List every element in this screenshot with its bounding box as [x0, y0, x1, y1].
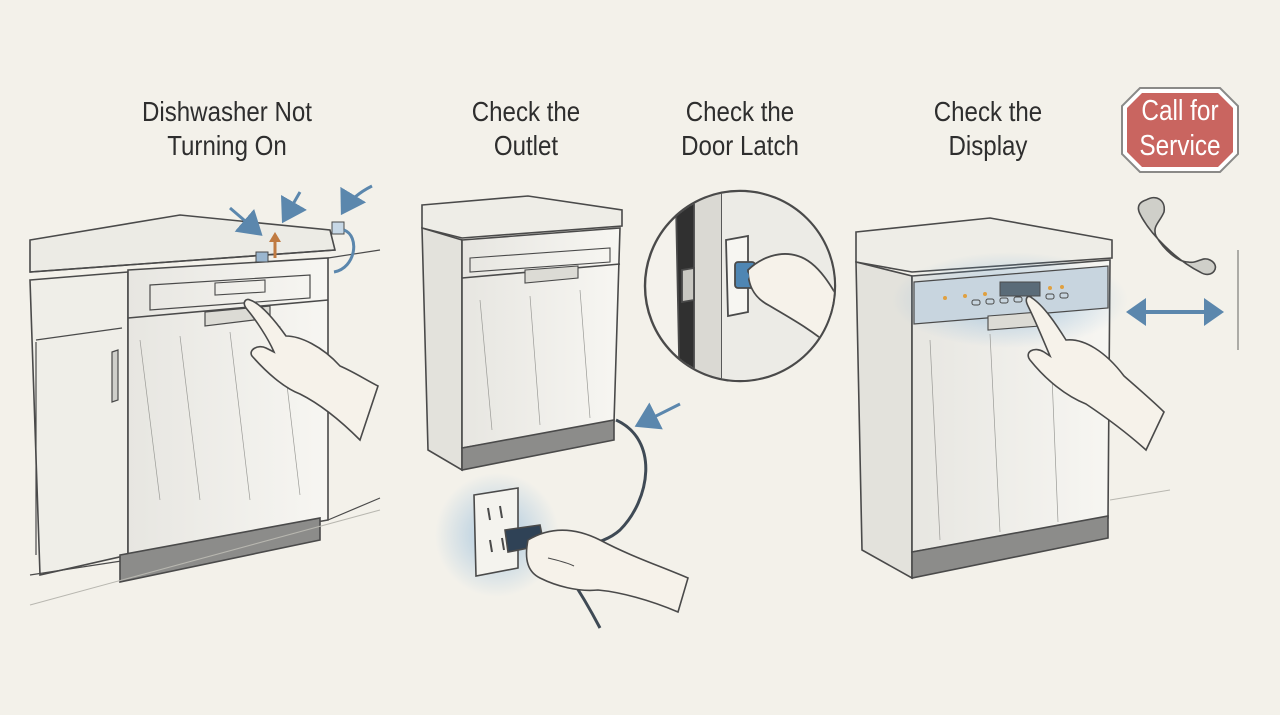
arrow-icon	[634, 402, 681, 430]
pointing-hand-icon	[747, 253, 834, 348]
arrow-icon	[281, 191, 307, 224]
step-label-line: Dishwasher Not	[142, 96, 312, 127]
sign-line: Call for	[1141, 95, 1219, 127]
phone-icon	[1137, 196, 1217, 276]
step-label-check-outlet: Check the Outlet	[449, 95, 604, 163]
step-label-line: Outlet	[493, 130, 559, 161]
step-label-check-display: Check the Display	[911, 95, 1066, 163]
panel-1-dishwasher-in-counter	[29, 184, 381, 606]
panel-5-call-for-service	[1126, 196, 1239, 350]
sign-text: Call for Service	[1130, 94, 1231, 164]
step-label-line: Check the	[933, 96, 1043, 127]
double-arrow-icon	[1126, 298, 1224, 326]
step-label-line: Check the	[471, 96, 581, 127]
pointing-hand-icon	[525, 529, 689, 614]
step-label-line: Door Latch	[681, 130, 799, 161]
wall-outlet-icon	[473, 487, 519, 577]
panel-3-door-latch-check	[643, 189, 837, 383]
octagon-sign-icon	[1121, 87, 1239, 173]
step-label-check-door-latch: Check the Door Latch	[663, 95, 818, 163]
panel-2-outlet-check	[421, 195, 689, 629]
sign-line: Service	[1139, 130, 1221, 162]
call-for-service-sign: Call for Service	[1120, 86, 1240, 174]
step-label-line: Check the	[685, 96, 795, 127]
arrow-icon	[229, 206, 263, 236]
step-label-dishwasher-not-turning-on: Dishwasher Not Turning On	[124, 95, 330, 163]
arrow-icon	[340, 184, 373, 216]
step-label-line: Turning On	[167, 130, 287, 161]
pointing-hand-icon	[1025, 295, 1165, 452]
step-label-line: Display	[948, 130, 1028, 161]
pointing-hand-icon	[243, 298, 379, 442]
panel-4-display-check	[855, 217, 1171, 580]
latch-icon	[739, 271, 749, 281]
